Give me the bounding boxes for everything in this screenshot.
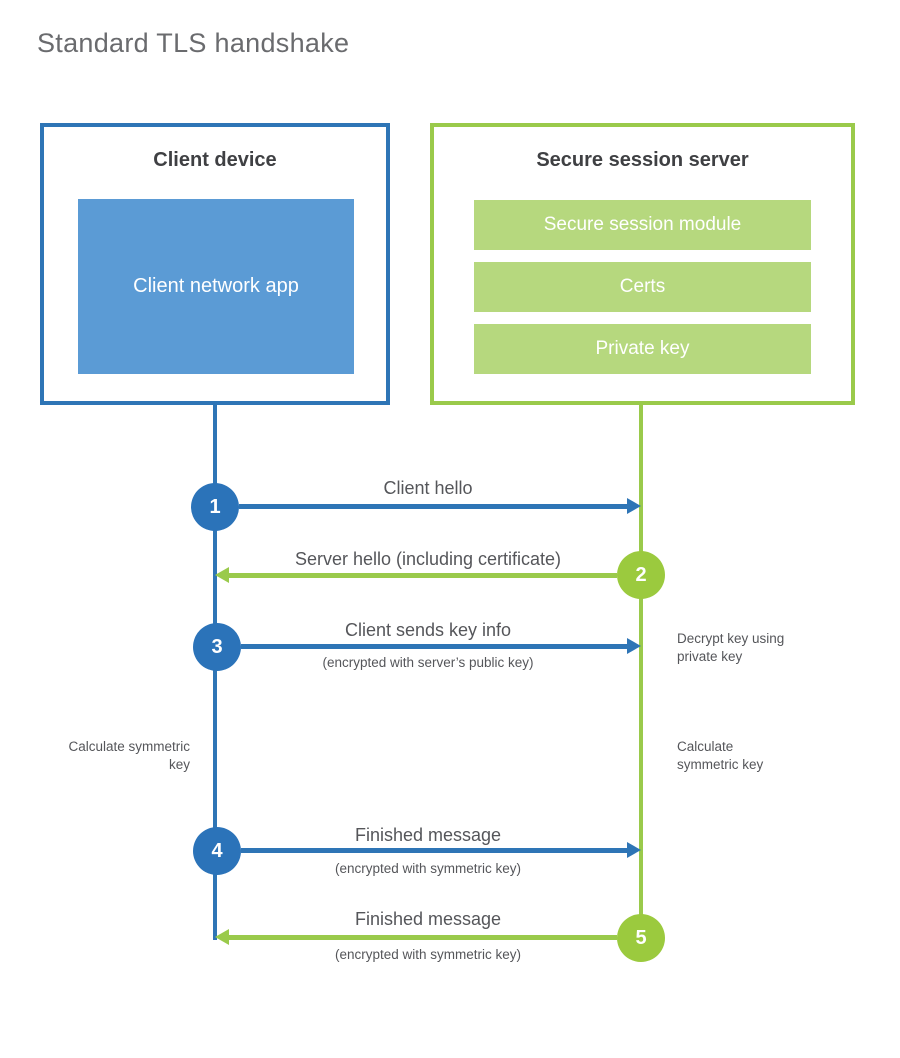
client-network-app-box: Client network app [78, 199, 354, 374]
step-number: 1 [209, 495, 221, 518]
arrow-left-head-icon [215, 567, 229, 583]
step-number: 3 [211, 635, 223, 658]
server-module-secure-session-module: Secure session module [474, 200, 811, 250]
server-module-label: Certs [619, 276, 666, 297]
step-number: 5 [635, 926, 647, 949]
note-calculate-symmetric-key-server: Calculate symmetric key [677, 739, 764, 772]
step-3-marker: 3 [193, 623, 241, 671]
client-network-app-label: Client network app [133, 275, 299, 297]
message-label-finished-server: Finished message [354, 909, 502, 929]
step-number: 4 [211, 839, 223, 862]
client-device-title: Client device [153, 149, 277, 171]
arrow-server-hello [215, 567, 617, 583]
message-label-client-hello: Client hello [383, 478, 473, 498]
client-lifeline [213, 405, 217, 940]
message-sub-finished-client: (encrypted with symmetric key) [334, 861, 522, 876]
arrow-shaft [226, 573, 617, 578]
arrow-finished-message-server [215, 929, 617, 945]
secure-session-server-title: Secure session server [536, 149, 749, 171]
step-1-marker: 1 [191, 483, 239, 531]
message-sub-finished-server: (encrypted with symmetric key) [334, 947, 522, 962]
note-decrypt-key: Decrypt key using private key [677, 631, 785, 664]
page-title: Standard TLS handshake [37, 28, 350, 58]
arrow-finished-message-client [241, 842, 641, 858]
arrow-client-hello [239, 498, 641, 514]
arrow-left-head-icon [215, 929, 229, 945]
arrow-right-head-icon [627, 842, 641, 858]
message-label-server-hello: Server hello (including certificate) [294, 549, 562, 569]
arrow-right-head-icon [627, 638, 641, 654]
server-module-certs: Certs [474, 262, 811, 312]
secure-session-server-box: Secure session server Secure session mod… [430, 123, 855, 405]
client-device-box: Client device Client network app [40, 123, 390, 405]
arrow-shaft [226, 935, 617, 940]
step-2-marker: 2 [617, 551, 665, 599]
arrow-client-key-info [241, 638, 641, 654]
arrow-shaft [241, 848, 630, 853]
step-5-marker: 5 [617, 914, 665, 962]
server-module-label: Private key [595, 338, 690, 359]
message-label-client-key-info: Client sends key info [344, 620, 512, 640]
arrow-shaft [239, 504, 630, 509]
server-lifeline [639, 405, 643, 940]
server-module-private-key: Private key [474, 324, 811, 374]
arrow-right-head-icon [627, 498, 641, 514]
message-sub-client-key-info: (encrypted with server’s public key) [322, 655, 534, 670]
server-module-label: Secure session module [543, 214, 742, 235]
step-number: 2 [635, 563, 647, 586]
step-4-marker: 4 [193, 827, 241, 875]
note-calculate-symmetric-key-client: Calculate symmetric key [68, 739, 190, 772]
arrow-shaft [241, 644, 630, 649]
message-label-finished-client: Finished message [354, 825, 502, 845]
